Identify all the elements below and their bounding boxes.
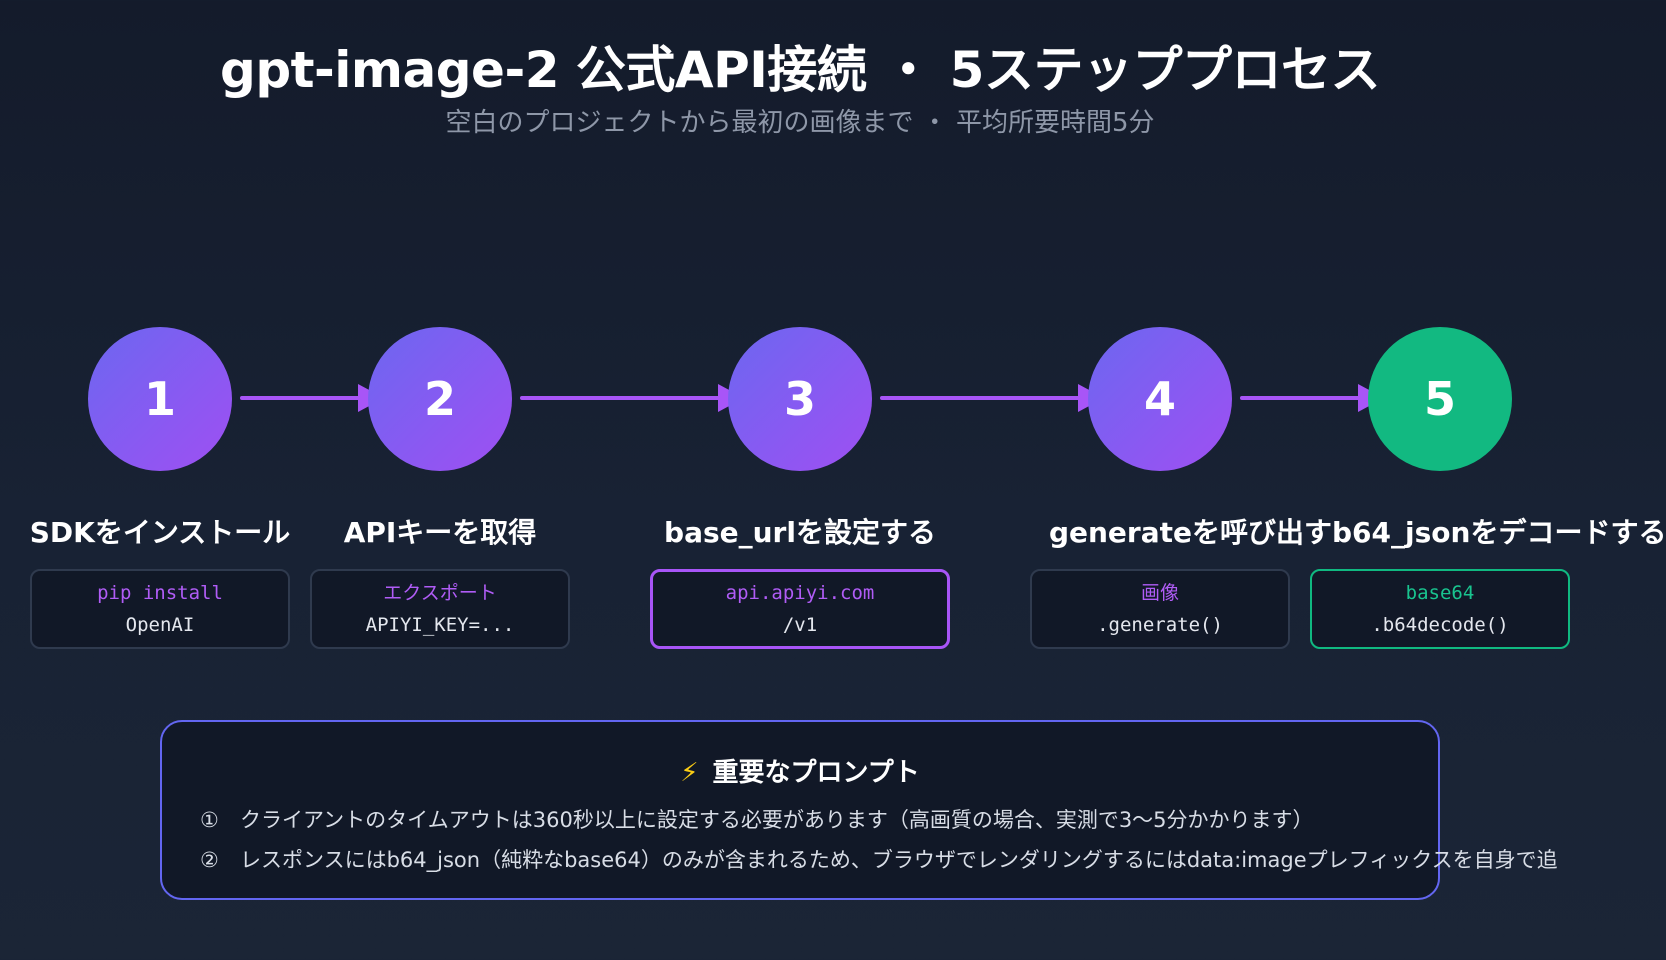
code-value: .b64decode()	[1371, 614, 1509, 636]
page-title: gpt-image-2 公式API接続 ・ 5ステッププロセス	[220, 41, 1380, 99]
code-keyword: api.apiyi.com	[725, 582, 875, 604]
step-circle-1: 1	[88, 327, 232, 471]
step-circle-5: 5	[1368, 327, 1512, 471]
code-keyword: 画像	[1140, 582, 1179, 604]
notes-title-text: 重要なプロンプト	[712, 758, 920, 788]
code-keyword: base64	[1405, 582, 1475, 604]
arrow-connector	[520, 384, 744, 412]
code-box-4: 画像 .generate()	[1030, 569, 1290, 649]
lightning-icon: ⚡	[680, 758, 699, 788]
code-value: OpenAI	[125, 614, 195, 636]
arrow-connector	[1240, 384, 1384, 412]
notes-panel: ⚡ 重要なプロンプト ① クライアントのタイムアウトは360秒以上に設定する必要があ…	[160, 720, 1558, 900]
code-box-2: エクスポート APIYI_KEY=...	[310, 569, 570, 649]
code-value: .generate()	[1097, 614, 1223, 636]
code-box-1: pip install OpenAI	[30, 569, 290, 649]
note-number: ②	[200, 848, 219, 872]
code-keyword: pip install	[97, 582, 223, 604]
note-number: ①	[200, 808, 219, 832]
arrow-connector	[880, 384, 1104, 412]
step-circle-3: 3	[728, 327, 872, 471]
step-circle-4: 4	[1088, 327, 1232, 471]
code-value: APIYI_KEY=...	[365, 614, 515, 636]
step-title-1: SDKをインストール	[29, 516, 291, 549]
page-subtitle: 空白のプロジェクトから最初の画像まで ・ 平均所要時間5分	[445, 108, 1155, 138]
step-title-5: b64_jsonをデコードする	[1332, 516, 1666, 549]
step-title-3: base_urlを設定する	[664, 516, 936, 549]
code-value: /v1	[782, 614, 818, 636]
arrow-connector	[240, 384, 384, 412]
note-item-1: ① クライアントのタイムアウトは360秒以上に設定する必要があります（高画質の場合…	[200, 804, 1314, 834]
code-box-3: api.apiyi.com /v1	[650, 569, 950, 649]
code-box-5: base64 .b64decode()	[1310, 569, 1570, 649]
step-title-4: generateを呼び出す	[1048, 516, 1332, 549]
note-text: レスポンスにはb64_json（純粋なbase64）のみが含まれるため、ブラウザ…	[240, 848, 1558, 872]
step-title-2: APIキーを取得	[343, 516, 537, 549]
step-circle-2: 2	[368, 327, 512, 471]
note-text: クライアントのタイムアウトは360秒以上に設定する必要があります（高画質の場合、…	[240, 808, 1314, 832]
code-keyword: エクスポート	[383, 582, 497, 604]
notes-title: ⚡ 重要なプロンプト	[162, 752, 1438, 789]
note-item-2: ② レスポンスにはb64_json（純粋なbase64）のみが含まれるため、ブラウ…	[200, 844, 1558, 874]
